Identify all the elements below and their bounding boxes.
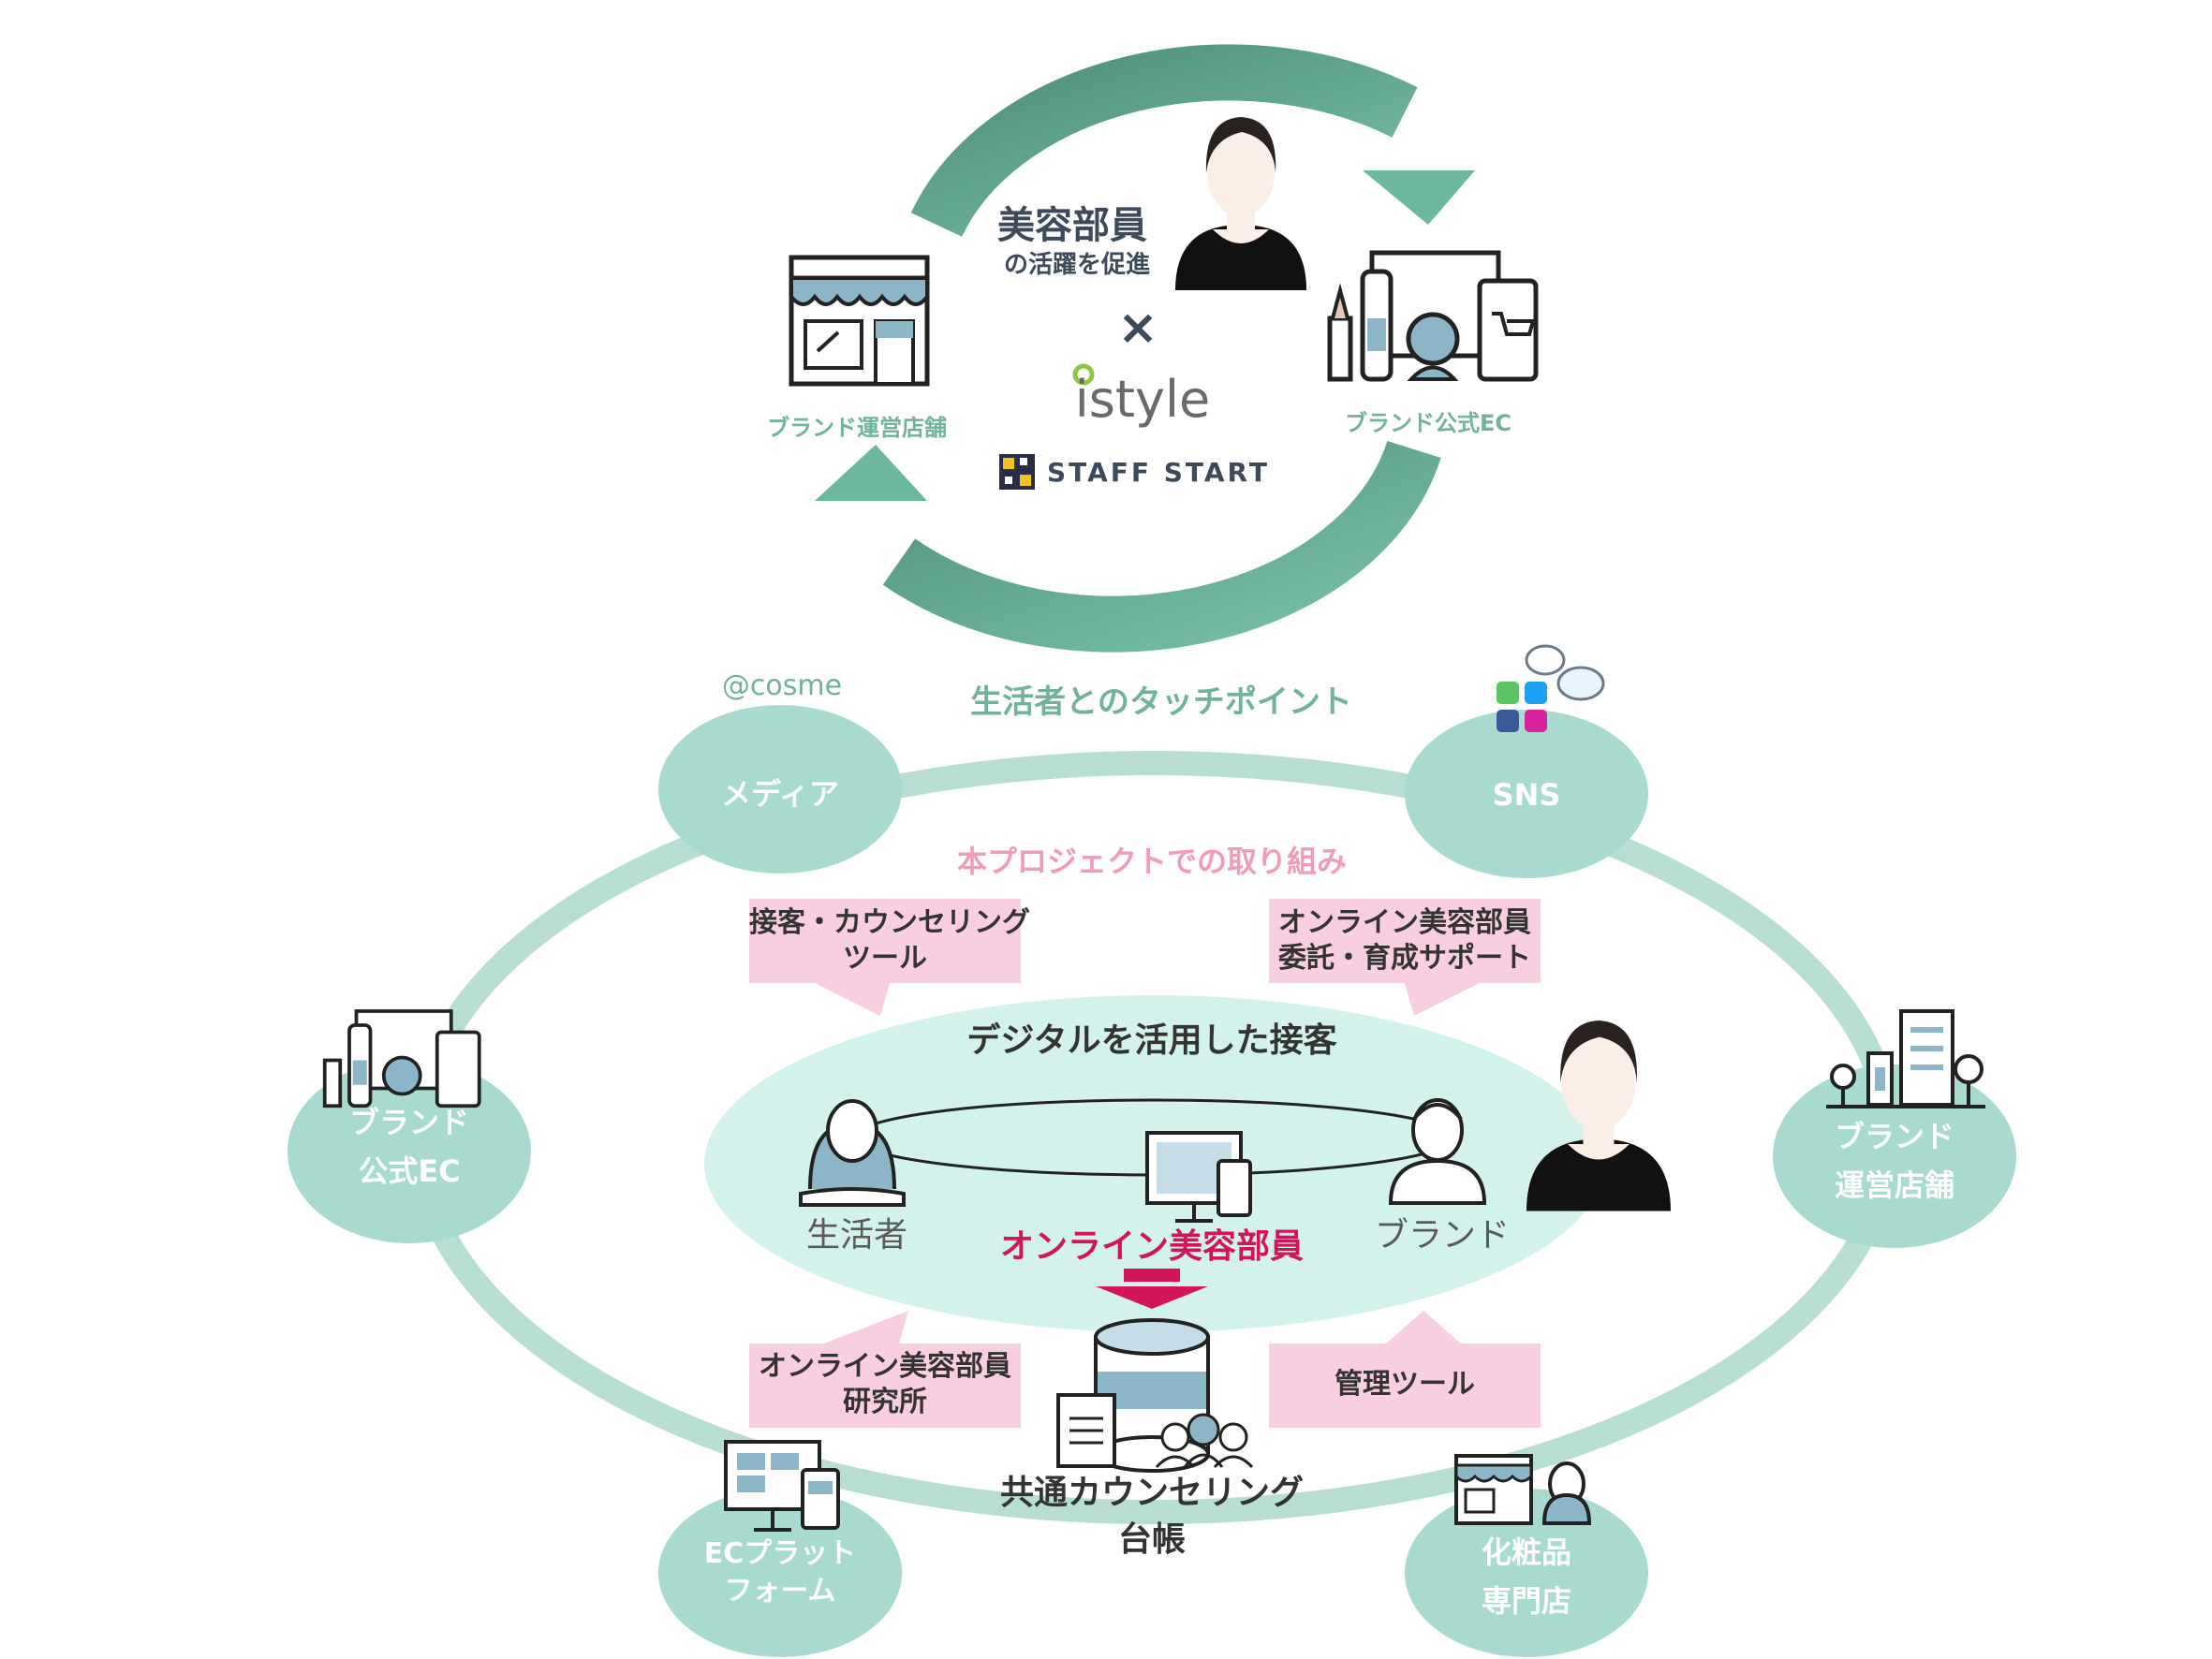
- callout-counseling-text: 接客・カウンセリング ツール: [749, 905, 1030, 976]
- callout-mgmt-text: 管理ツール: [1269, 1367, 1541, 1402]
- project-title: 本プロジェクトでの取り組み: [956, 844, 1347, 879]
- callout-online-support-text: オンライン美容部員 委託・育成サポート: [1269, 905, 1541, 976]
- brand-store-line2: 運営店舗: [1834, 1167, 1954, 1203]
- twitter-icon: [1525, 682, 1547, 704]
- brand-ec-line2: 公式EC: [358, 1153, 461, 1189]
- staffstart-logo-mark: [999, 454, 1035, 490]
- down-arrow-icon: [1096, 1269, 1208, 1309]
- callout-online-support-line2: 委託・育成サポート: [1278, 942, 1531, 975]
- times-symbol: ×: [1117, 300, 1158, 356]
- cycle-arrow-top: [910, 44, 1475, 238]
- digital-title: デジタルを活用した接客: [966, 1021, 1337, 1060]
- cosmetics-store-label: 化粧品 専門店: [1433, 1528, 1620, 1625]
- line-icon: [1497, 682, 1519, 704]
- callout-lab-text: オンライン美容部員 研究所: [749, 1349, 1021, 1420]
- callout-research-lab: [749, 1311, 1021, 1428]
- center-subtitle: の活躍を促進: [1003, 251, 1150, 279]
- center-title: 美容部員: [997, 204, 1147, 247]
- ec-devices-icon: [1327, 250, 1539, 382]
- store-icon: [789, 255, 930, 387]
- ec-platform-line2: フォーム: [724, 1575, 836, 1608]
- video-call-monitor-icon: [1145, 1131, 1252, 1223]
- cosmetics-store-line2: 専門店: [1481, 1583, 1571, 1619]
- node-sns: [1405, 710, 1648, 878]
- beauty-advisor-avatar-right: [1526, 1020, 1671, 1211]
- node-media: [658, 705, 902, 874]
- callout-lab-line1: オンライン美容部員: [759, 1350, 1011, 1383]
- people-group-icon: [1155, 1413, 1254, 1469]
- brand-ec-small-icon: [322, 1009, 481, 1108]
- callout-counseling-line2: ツール: [843, 942, 927, 975]
- instagram-icon: [1525, 710, 1547, 732]
- facebook-icon: [1497, 710, 1519, 732]
- brand-store-line1: ブランド: [1834, 1119, 1954, 1154]
- cosme-logo: @cosme: [721, 669, 843, 702]
- sns-label: SNS: [1492, 777, 1561, 813]
- consumer-label: 生活者: [805, 1216, 907, 1255]
- cosmetics-store-icon: [1454, 1454, 1592, 1525]
- consumer-icon: [799, 1099, 906, 1207]
- node-ec-platform: [658, 1489, 902, 1657]
- callout-online-support-line1: オンライン美容部員: [1278, 906, 1531, 939]
- ec-platform-icon: [724, 1440, 840, 1532]
- cosmetics-store-line1: 化粧品: [1481, 1534, 1571, 1570]
- ec-label: ブランド公式EC: [1344, 410, 1512, 436]
- brand-person-icon: [1388, 1098, 1487, 1205]
- ledger-line1: 共通カウンセリング: [999, 1474, 1304, 1512]
- beauty-advisor-avatar-top: [1175, 117, 1306, 290]
- ec-platform-label: ECプラット フォーム: [686, 1535, 874, 1610]
- callout-mgmt-line1: 管理ツール: [1335, 1368, 1475, 1401]
- brand-store-label: ブランド 運営店舗: [1801, 1112, 1988, 1210]
- media-label: メディア: [721, 776, 839, 812]
- staffstart-logo: STAFF START: [1047, 457, 1270, 488]
- touchpoint-title: 生活者とのタッチポイント: [970, 683, 1352, 721]
- store-label: ブランド運営店舗: [767, 415, 947, 441]
- brand-ec-label: ブランド 公式EC: [316, 1098, 503, 1196]
- callout-online-support: [1269, 899, 1541, 1016]
- istyle-logo: istyle: [1074, 370, 1211, 429]
- document-icon: [1056, 1393, 1116, 1468]
- sns-icons: [1497, 644, 1605, 732]
- ec-platform-line1: ECプラット: [703, 1537, 857, 1570]
- callout-management-tool: [1269, 1311, 1541, 1428]
- ledger-label: 共通カウンセリング 台帳: [993, 1470, 1311, 1564]
- brand-ec-line1: ブランド: [348, 1105, 469, 1140]
- node-brand-store: [1773, 1064, 2016, 1248]
- istyle-logo-leaf: [1072, 363, 1095, 386]
- brand-label: ブランド: [1374, 1216, 1510, 1255]
- node-cosmetics-store: [1405, 1489, 1648, 1657]
- city-buildings-icon: [1826, 1009, 1985, 1108]
- ledger-line2: 台帳: [1117, 1520, 1186, 1559]
- cycle-arrow-bottom: [815, 440, 1441, 653]
- callout-counseling-line1: 接客・カウンセリング: [749, 906, 1030, 939]
- callout-lab-line2: 研究所: [843, 1386, 927, 1418]
- online-ba-label: オンライン美容部員: [999, 1227, 1304, 1266]
- callout-counseling-tool: [749, 899, 1021, 1016]
